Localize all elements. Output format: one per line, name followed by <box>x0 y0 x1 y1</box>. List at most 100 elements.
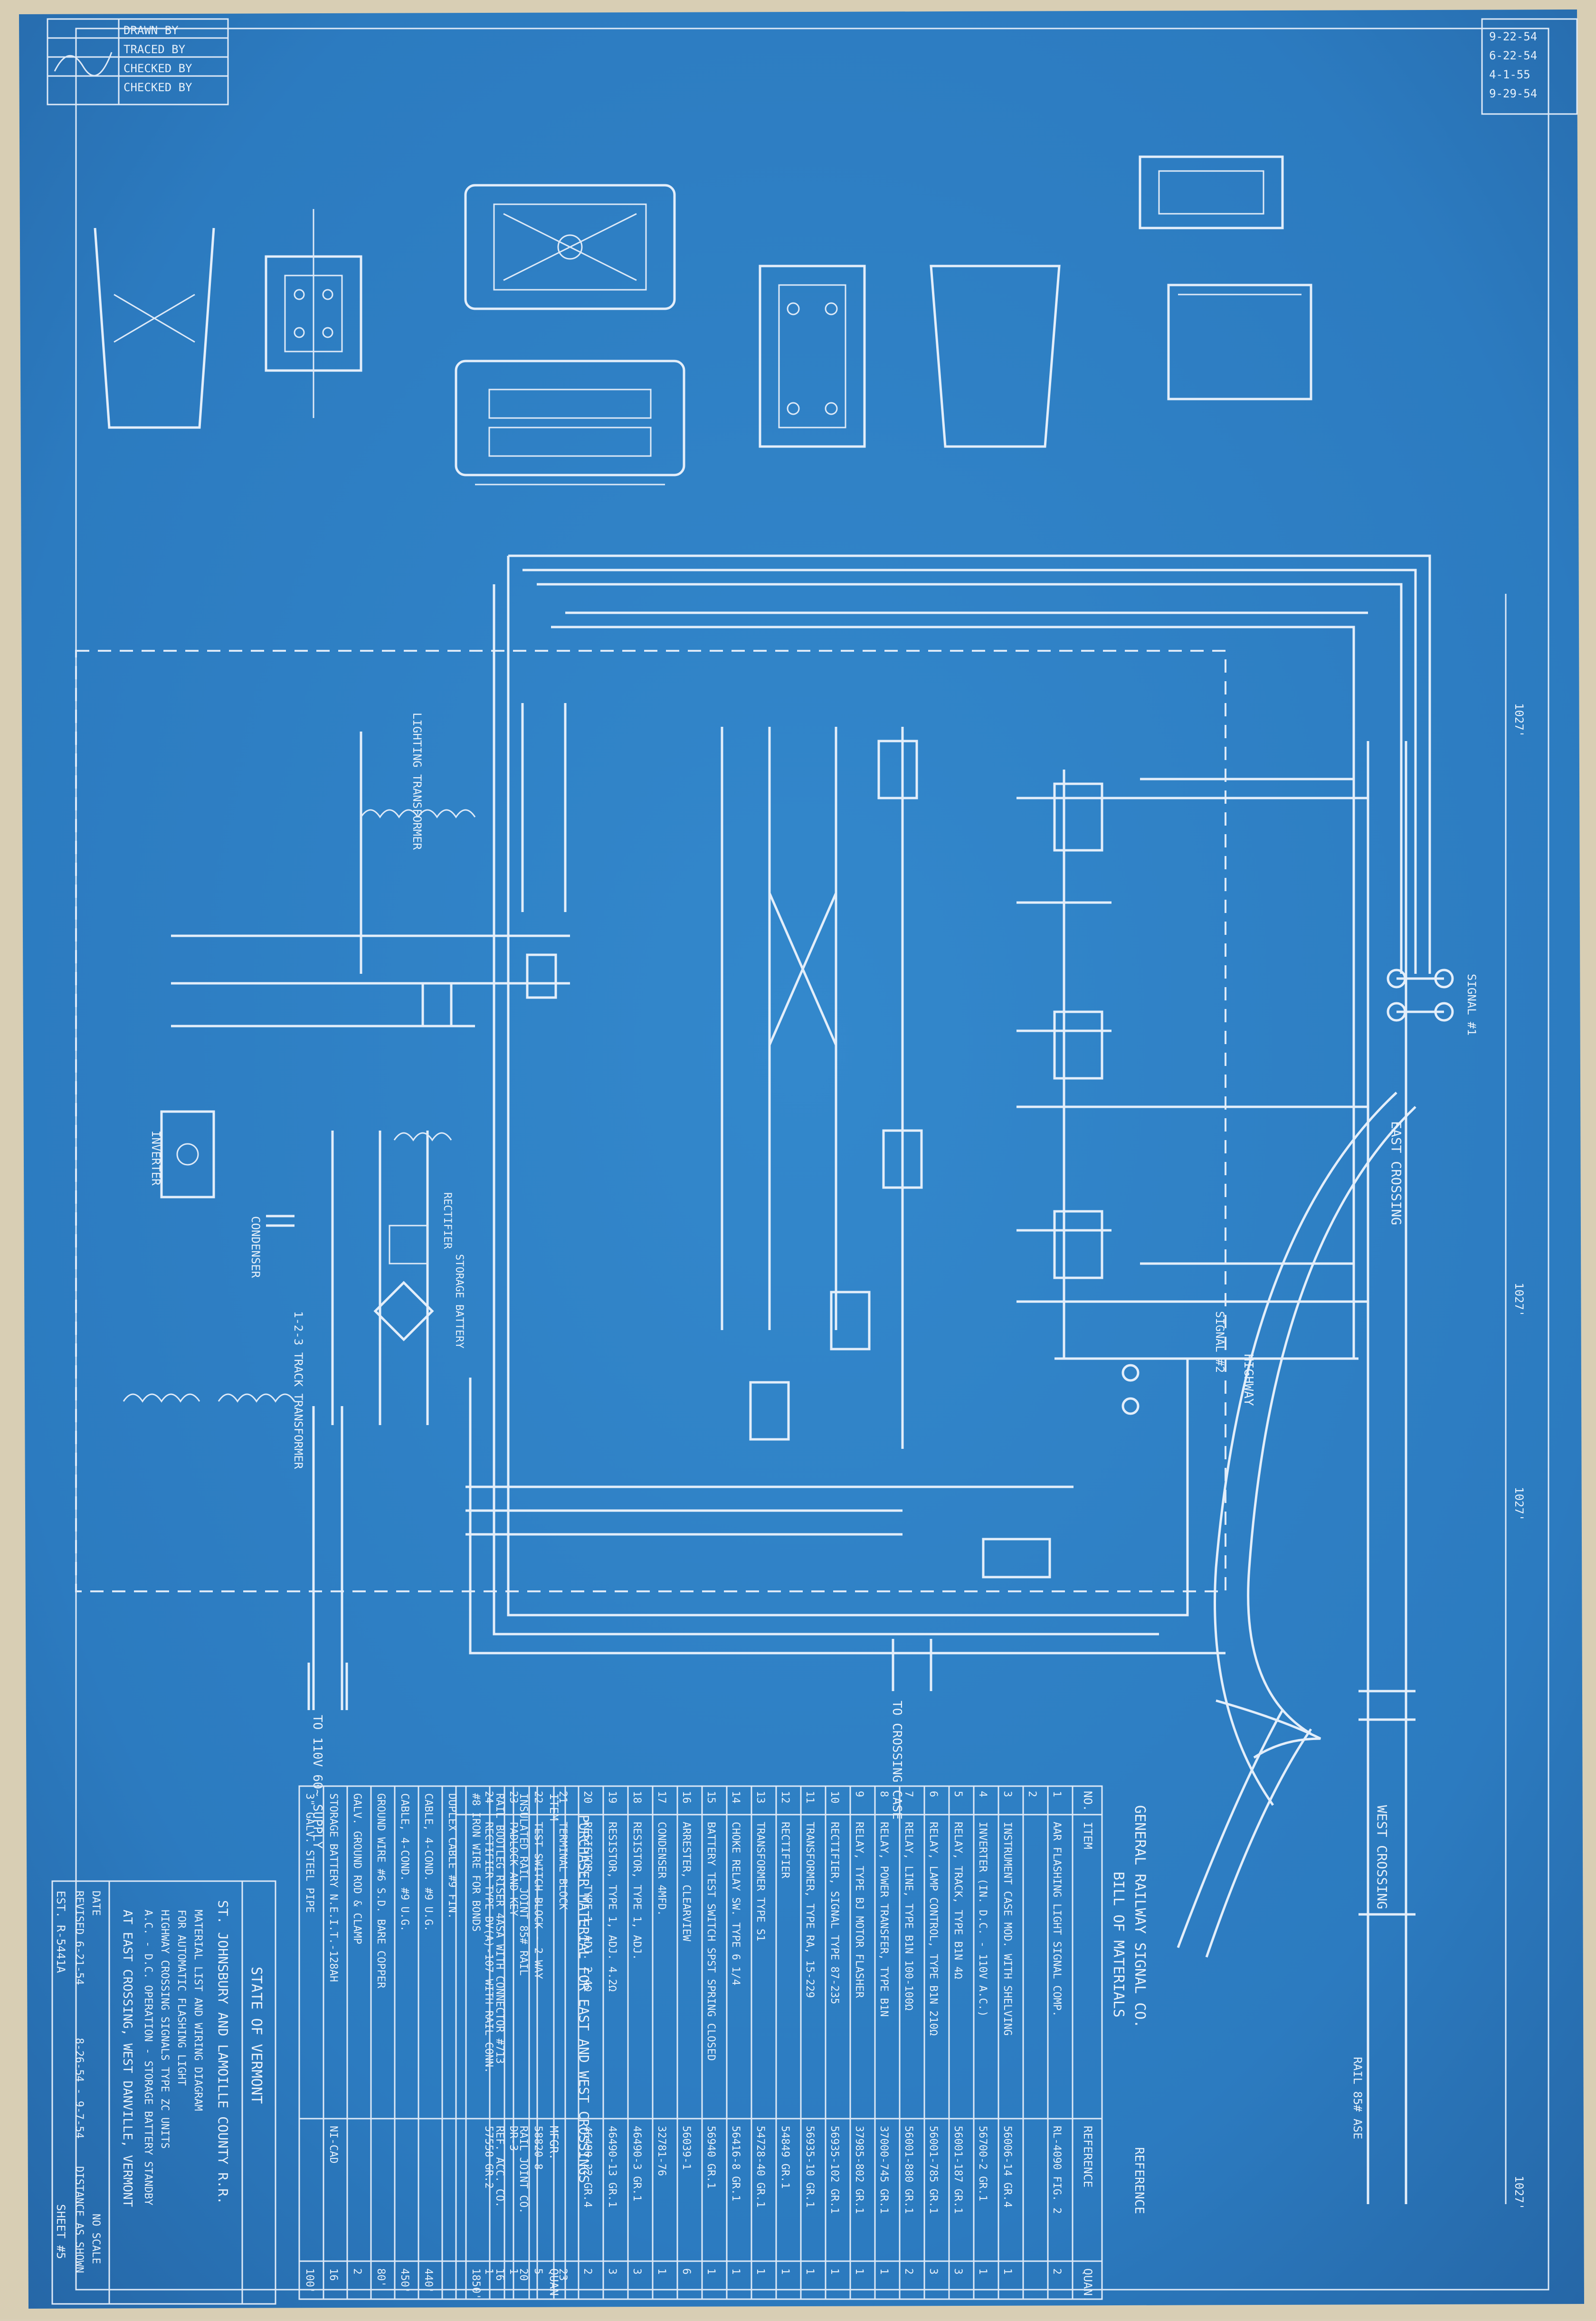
title-rev-dates: 8-26-54 - 9-7-54 <box>73 2038 85 2139</box>
bom-cell: 7 <box>902 1791 914 1797</box>
bom-cell: 13 <box>754 1791 766 1804</box>
bom-cell: BATTERY TEST SWITCH SPST SPRING CLOSED <box>705 1822 717 2061</box>
purchaser-cell: GROUND WIRE #6 S.D. BARE COPPER <box>375 1793 387 1988</box>
corner-signature-block: DRAWN BY TRACED BY CHECKED BY CHECKED BY <box>47 18 229 105</box>
purchaser-cell: 2 <box>351 2268 363 2274</box>
bom-cell: 56001-880 GR.1 <box>902 2126 914 2214</box>
purchaser-cell: 450' <box>399 2268 410 2293</box>
label-west-crossing: WEST CROSSING <box>1374 1805 1390 1909</box>
traced-by-label: TRACED BY <box>124 43 186 56</box>
bom-cell: 3 <box>952 2268 964 2274</box>
bom-cell: 56940 GR.1 <box>705 2126 717 2188</box>
bom-cell: 3 <box>606 2268 618 2274</box>
purchaser-cell: 100' <box>304 2268 315 2293</box>
bom-cell: RESISTOR, TYPE 1, ADJ. 4.2Ω <box>606 1822 618 1992</box>
bom-title: BILL OF MATERIALS <box>1110 1872 1127 2017</box>
bom-reference-label: REFERENCE <box>1132 2147 1146 2214</box>
purchaser-cell: 16 <box>327 2268 339 2281</box>
drawn-by-label: DRAWN BY <box>124 24 179 37</box>
label-to-supply: TO 110V 60~ SUPPLY <box>310 1715 324 1849</box>
title-sheet: SHEET #5 <box>54 2204 67 2259</box>
bom-cell: 57558 GR.2 <box>483 2126 494 2188</box>
label-track-dim-2: 1027' <box>1512 1283 1526 1317</box>
title-block: STATE OF VERMONT ST. JOHNSBURY AND LAMOI… <box>51 1880 276 2305</box>
bom-cell: 23 <box>557 2268 569 2281</box>
bom-cell: RL-4090 FIG. 2 <box>1051 2126 1063 2214</box>
bom-cell: INSTRUMENT CASE MOD. WITH SHELVING <box>1001 1822 1013 2036</box>
bom-cell: 9 <box>853 1791 865 1797</box>
bom-cell: 54849 GR.1 <box>779 2126 791 2188</box>
bom-header-cell: REFERENCE <box>1081 2126 1094 2188</box>
bom-cell: 6 <box>680 2268 692 2274</box>
bom-cell: 1 <box>730 2268 741 2274</box>
bom-purchaser-table: PURCHASER MATERIAL FOR EAST AND WEST CRO… <box>298 1785 592 2302</box>
purchaser-cell: INSULATED RAIL JOINT 85# RAIL <box>517 1793 529 1976</box>
bom-cell: 54728-40 GR.1 <box>754 2126 766 2207</box>
title-line-2: FOR AUTOMATIC FLASHING LIGHT <box>175 1910 187 2086</box>
label-highway: HIGHWAY <box>1241 1354 1255 1406</box>
label-east-crossing: EAST CROSSING <box>1388 1121 1404 1225</box>
purchaser-title: PURCHASER MATERIAL FOR EAST AND WEST CRO… <box>576 1815 592 2183</box>
purchaser-cell: RAIL BOOTLEG RISER 4ASA WITH CONNECTOR #… <box>494 1793 505 2064</box>
label-signal-1: SIGNAL #1 <box>1465 974 1478 1036</box>
purchaser-cell: 20 <box>517 2268 529 2281</box>
bom-cell: 2 <box>1051 2268 1063 2274</box>
bom-cell: 2 <box>1026 1791 1038 1797</box>
stamp-line-4: 9-29-54 <box>1489 87 1537 100</box>
bom-cell: 46490-13 GR.1 <box>606 2126 618 2207</box>
bom-cell: 1 <box>779 2268 791 2274</box>
bom-cell: 56006-14 GR.4 <box>1001 2126 1013 2207</box>
bom-cell: 15 <box>705 1791 717 1804</box>
stamp-line-3: 4-1-55 <box>1489 68 1530 81</box>
title-date-label: DATE <box>90 1891 102 1916</box>
bom-cell: 16 <box>680 1791 692 1804</box>
label-lighting-transformer: LIGHTING TRANSFORMER <box>410 713 424 850</box>
checked-by-label: CHECKED BY <box>124 62 192 75</box>
bom-cell: CONDENSER 4MFD. <box>656 1822 667 1916</box>
bom-cell: 1 <box>977 2268 988 2274</box>
title-state: STATE OF VERMONT <box>248 1967 265 2104</box>
bom-cell: 20 <box>581 1791 593 1804</box>
bom-cell: 32781-76 <box>656 2126 667 2176</box>
bom-cell: 1 <box>878 2268 890 2274</box>
stamp-line-1: 9-22-54 <box>1489 30 1537 43</box>
bom-cell: 3 <box>631 2268 643 2274</box>
label-storage-battery: STORAGE BATTERY <box>453 1254 465 1349</box>
bom-cell: 56935-102 GR.1 <box>828 2126 840 2214</box>
purchaser-cell: 3" GALV. STEEL PIPE <box>304 1793 315 1913</box>
purchaser-cell: STORAGE BATTERY N.E.I.T.-128AH <box>327 1793 339 1982</box>
bom-cell: 1 <box>828 2268 840 2274</box>
foundation-detail <box>94 209 362 429</box>
title-scale: NO SCALE <box>90 2214 102 2264</box>
bom-cell: 3 <box>927 2268 939 2274</box>
bom-cell: RELAY, TYPE BJ MOTOR FLASHER <box>853 1822 865 1998</box>
bom-cell: 46490-3 GR.1 <box>631 2126 643 2201</box>
purchaser-cell: RAIL JOINT CO. <box>517 2126 529 2214</box>
bom-cell: 24 <box>483 1791 494 1804</box>
purchaser-cell: REF. ACC. CO. <box>494 2126 505 2207</box>
bom-cell: RELAY, LINE, TYPE B1N 100-100Ω <box>902 1822 914 2010</box>
label-inverter: INVERTER <box>149 1131 162 1186</box>
label-track-dim-1: 1027' <box>1512 703 1526 737</box>
purchaser-header-cell: MFGR. <box>547 2126 560 2160</box>
title-drawing-no: EST. R-5441A <box>54 1891 67 1973</box>
bom-cell: 1 <box>804 2268 816 2274</box>
purchaser-header-cell: ITEM <box>547 1793 560 1821</box>
signature-mark <box>54 52 113 76</box>
bom-cell: 11 <box>804 1791 816 1804</box>
purchaser-cell: 16 <box>494 2268 505 2281</box>
bom-purchaser-rows: ITEM MFGR. QUAN. INSULATED RAIL JOINT 85# R… <box>304 1786 560 2302</box>
bom-cell: RELAY, LAMP CONTROL, TYPE B1N 210Ω <box>927 1822 939 2036</box>
bom-cell: 12 <box>779 1791 791 1804</box>
bom-cell: 1 <box>705 2268 717 2274</box>
label-to-crossing-case: TO CROSSING CASE <box>890 1701 904 1819</box>
instrument-case-plan <box>455 184 685 485</box>
bom-cell: 46490-22 GR.4 <box>581 2126 593 2207</box>
purchaser-header-cell: QUAN. <box>547 2268 560 2302</box>
bom-header-cell: QUAN. <box>1081 2268 1094 2302</box>
bom-cell: RECTIFIER TYPE BV(A)-107 WITH RAIL CONN. <box>483 1822 494 2074</box>
bom-header-cell: ITEM <box>1081 1822 1094 1849</box>
